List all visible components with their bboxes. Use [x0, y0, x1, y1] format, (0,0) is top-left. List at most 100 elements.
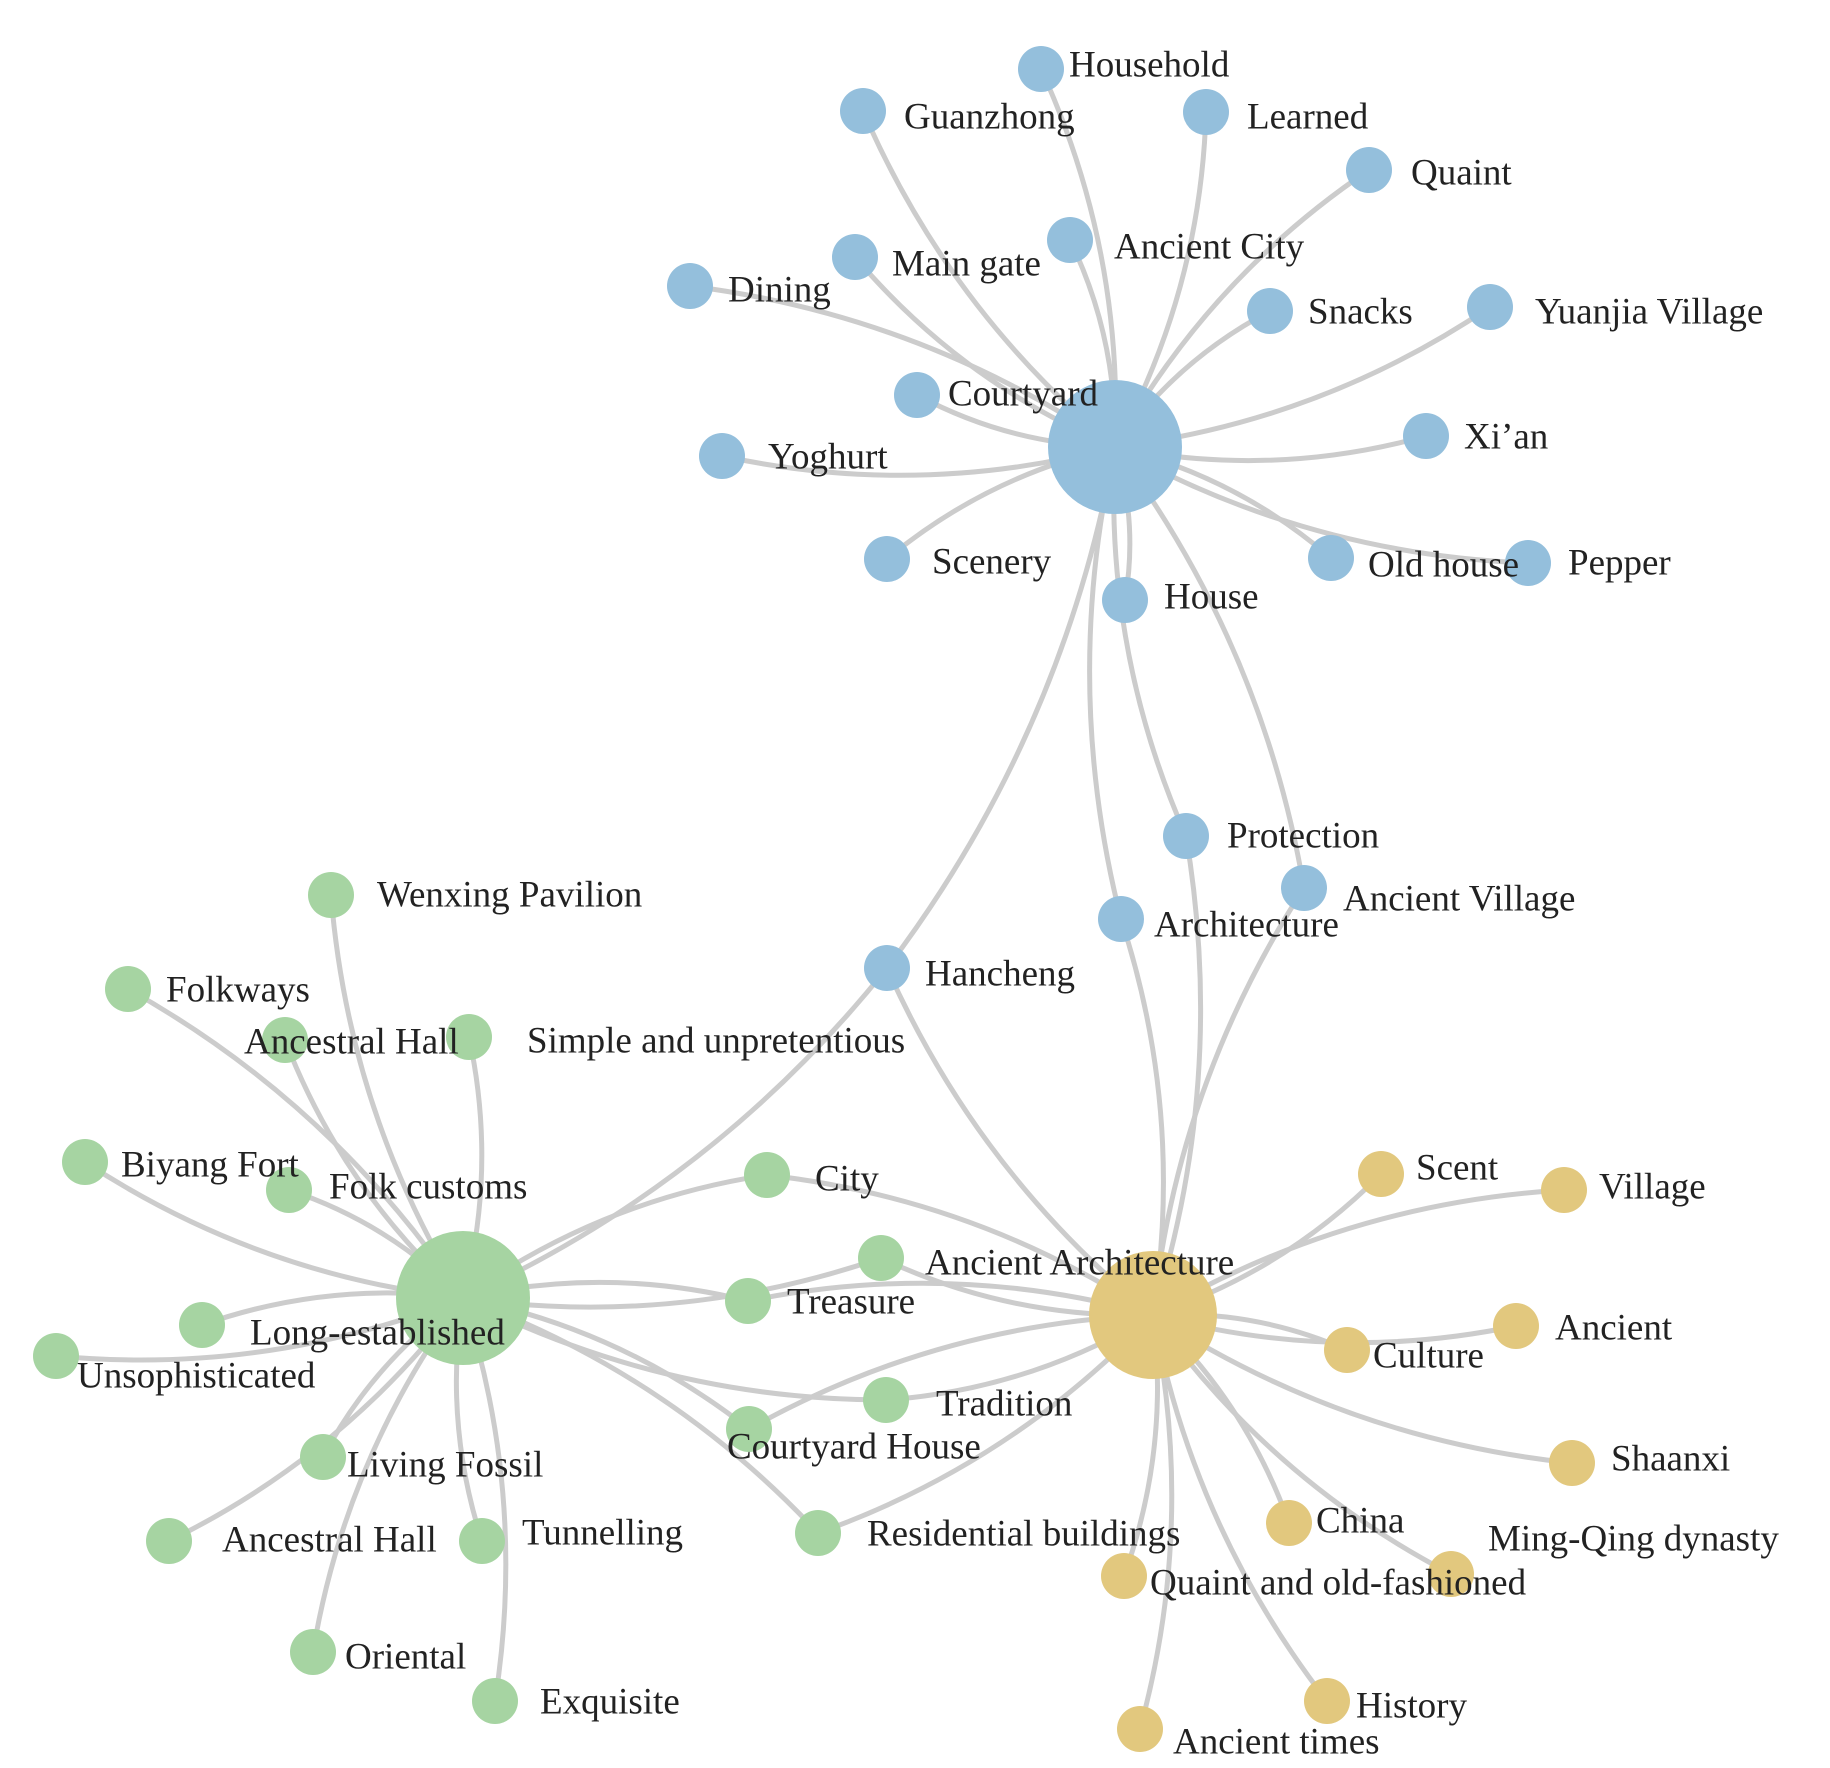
label-folkways: Folkways — [166, 969, 310, 1010]
label-china: China — [1316, 1500, 1404, 1541]
node-tradition — [863, 1377, 909, 1423]
node-unsophisticated — [33, 1333, 79, 1379]
node-xian — [1403, 413, 1449, 459]
label-village: Village — [1599, 1166, 1706, 1207]
node-hancheng — [864, 945, 910, 991]
label-culture: Culture — [1373, 1335, 1484, 1376]
label-ancient-architecture: Ancient Architecture — [925, 1242, 1234, 1283]
label-oriental: Oriental — [345, 1636, 466, 1677]
label-quaint: Quaint — [1411, 152, 1512, 193]
label-exquisite: Exquisite — [540, 1681, 680, 1722]
node-architecture — [1098, 896, 1144, 942]
node-pepper — [1505, 540, 1551, 586]
node-yoghurt — [699, 433, 745, 479]
label-snacks: Snacks — [1308, 291, 1413, 332]
label-courtyard: Courtyard — [948, 373, 1099, 414]
label-ancient-city: Ancient City — [1114, 226, 1305, 267]
label-ancient: Ancient — [1555, 1307, 1673, 1348]
node-folk-customs — [266, 1167, 312, 1213]
edge-hub-gold-protection — [1150, 835, 1204, 1316]
label-protection: Protection — [1227, 815, 1379, 856]
edge-hub-blue-hancheng — [885, 446, 1118, 970]
label-scent: Scent — [1416, 1147, 1499, 1188]
node-quaint — [1346, 147, 1392, 193]
label-history: History — [1356, 1685, 1468, 1726]
node-yuanjia-village — [1467, 284, 1513, 330]
label-guanzhong: Guanzhong — [904, 96, 1075, 137]
label-household: Household — [1069, 44, 1230, 85]
label-yoghurt: Yoghurt — [768, 436, 888, 477]
node-courtyard — [894, 372, 940, 418]
node-courtyard-house — [726, 1406, 772, 1452]
hub-gold-node — [1089, 1251, 1217, 1379]
node-china — [1266, 1500, 1312, 1546]
node-residential-buildings — [795, 1510, 841, 1556]
hub-blue-node — [1048, 380, 1182, 514]
node-wenxing-pavilion — [308, 872, 354, 918]
label-old-house: Old house — [1368, 544, 1519, 585]
label-pepper: Pepper — [1568, 542, 1671, 583]
node-dining — [667, 263, 713, 309]
node-folkways — [105, 966, 151, 1012]
label-house: House — [1164, 576, 1259, 617]
label-treasure: Treasure — [787, 1281, 915, 1322]
label-hancheng: Hancheng — [925, 953, 1075, 994]
node-exquisite — [472, 1678, 518, 1724]
node-guanzhong — [840, 88, 886, 134]
node-main-gate — [832, 234, 878, 280]
node-tunnelling — [459, 1518, 505, 1564]
node-ancient-architecture — [858, 1235, 904, 1281]
node-treasure — [725, 1278, 771, 1324]
label-residential-buildings: Residential buildings — [867, 1513, 1180, 1554]
label-xian: Xi’an — [1464, 416, 1548, 457]
node-ancient — [1493, 1303, 1539, 1349]
node-oriental — [290, 1629, 336, 1675]
node-ancient-times — [1117, 1706, 1163, 1752]
graph-nodes — [33, 46, 1595, 1752]
node-village — [1541, 1167, 1587, 1213]
node-protection — [1163, 813, 1209, 859]
node-learned — [1183, 89, 1229, 135]
node-scenery — [864, 536, 910, 582]
node-household — [1018, 46, 1064, 92]
label-wenxing-pavilion: Wenxing Pavilion — [377, 874, 642, 915]
node-ming-qing-dynasty — [1428, 1551, 1474, 1597]
label-city: City — [815, 1158, 879, 1199]
label-learned: Learned — [1247, 96, 1369, 137]
label-main-gate: Main gate — [892, 243, 1041, 284]
label-yuanjia-village: Yuanjia Village — [1535, 291, 1763, 332]
label-courtyard-house: Courtyard House — [727, 1426, 981, 1467]
node-ancient-village — [1281, 865, 1327, 911]
node-culture — [1324, 1327, 1370, 1373]
label-scenery: Scenery — [932, 541, 1052, 582]
label-long-established: Long-established — [250, 1312, 505, 1353]
label-unsophisticated: Unsophisticated — [77, 1355, 316, 1396]
edge-hub-blue-ancient-village — [1112, 445, 1307, 889]
label-biyang-fort: Biyang Fort — [121, 1144, 300, 1185]
node-ancestral-hall-2 — [146, 1518, 192, 1564]
node-history — [1304, 1678, 1350, 1724]
node-house — [1102, 577, 1148, 623]
node-city — [744, 1152, 790, 1198]
node-shaanxi — [1549, 1440, 1595, 1486]
label-tradition: Tradition — [936, 1383, 1072, 1424]
node-snacks — [1247, 288, 1293, 334]
label-ancestral-hall-2: Ancestral Hall — [222, 1519, 437, 1560]
label-quaint-old-fashioned: Quaint and old-fashioned — [1150, 1562, 1527, 1603]
label-shaanxi: Shaanxi — [1611, 1438, 1730, 1479]
node-living-fossil — [300, 1434, 346, 1480]
label-dining: Dining — [728, 269, 831, 310]
label-folk-customs: Folk customs — [329, 1166, 527, 1207]
label-living-fossil: Living Fossil — [347, 1444, 543, 1485]
node-quaint-old-fashioned — [1101, 1553, 1147, 1599]
label-ming-qing-dynasty: Ming-Qing dynasty — [1488, 1518, 1779, 1559]
node-old-house — [1308, 535, 1354, 581]
node-ancient-city — [1047, 217, 1093, 263]
edge-hub-green-hancheng — [461, 966, 889, 1301]
node-scent — [1358, 1151, 1404, 1197]
label-ancient-village: Ancient Village — [1343, 878, 1575, 919]
label-architecture: Architecture — [1154, 904, 1339, 945]
node-biyang-fort — [62, 1139, 108, 1185]
